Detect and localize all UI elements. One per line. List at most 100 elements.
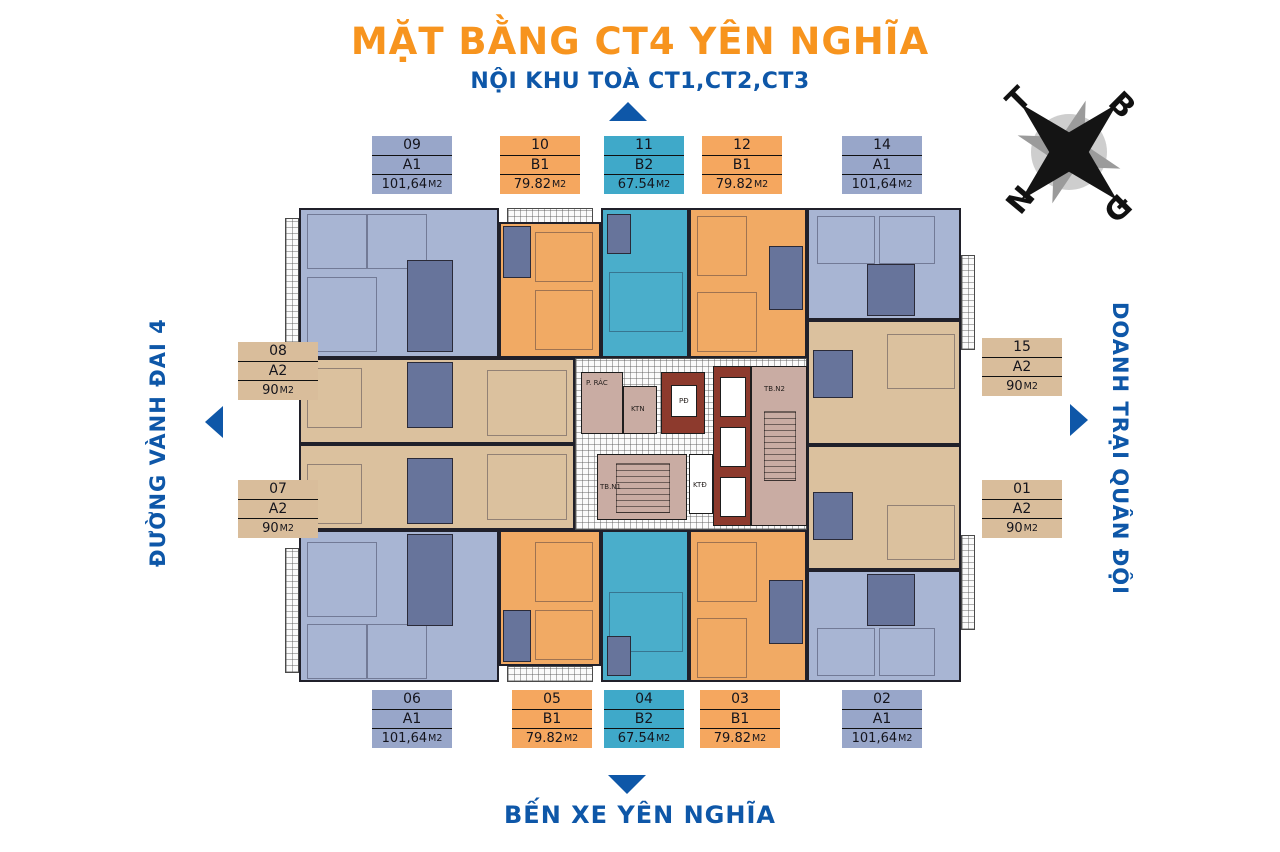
top-road-label: NỘI KHU TOÀ CT1,CT2,CT3 [470, 69, 810, 94]
unit-number: 14 [873, 137, 891, 154]
apartment-04-area [601, 530, 689, 682]
stairwell-1: TB.N1 [597, 454, 687, 520]
unit-area-unit: M2 [428, 178, 443, 190]
stairs-icon [616, 463, 670, 513]
unit-area-unit: M2 [753, 178, 769, 190]
unit-area-unit: M2 [898, 732, 913, 744]
unit-area-unit: M2 [1023, 522, 1038, 534]
unit-number: 06 [403, 691, 421, 708]
road-label-right: DOANH TRẠI QUÂN ĐỘI [1108, 301, 1132, 595]
tech-room-ktn: KTN [623, 386, 657, 434]
stairwell-2-label: TB.N2 [764, 385, 785, 393]
bath-block [769, 246, 803, 310]
unit-area: 79.82 [513, 177, 551, 193]
unit-number: 15 [1013, 339, 1031, 356]
unit-type: A2 [982, 356, 1062, 377]
tech-room-ktd: KTĐ [689, 454, 713, 514]
stairwell-1-label: TB.N1 [600, 483, 621, 491]
trash-room-label: P. RÁC [586, 379, 608, 387]
bath-block [503, 226, 531, 278]
stairwell-2: TB.N2 [751, 366, 807, 526]
trash-room: P. RÁC [581, 372, 623, 434]
unit-area-unit: M2 [279, 522, 294, 534]
bath-block [407, 534, 453, 626]
unit-number: 10 [531, 137, 549, 154]
unit-area-unit: M2 [655, 732, 671, 744]
unit-type: B2 [604, 154, 684, 175]
unit-area-unit: M2 [563, 732, 579, 744]
unit-area: 90 [1006, 379, 1023, 395]
compass-black-star [1020, 103, 1118, 201]
ktn-label: KTN [631, 405, 645, 413]
bath-block [607, 636, 631, 676]
bath-block [407, 458, 453, 524]
floor-plan: P. RÁC KTN PĐ TB.N1 KTĐ TB.N2 [285, 200, 975, 690]
unit-type: B1 [512, 708, 592, 729]
compass-icon: T B N Đ [999, 80, 1142, 228]
unit-area-unit: M2 [279, 384, 294, 396]
unit-number: 05 [543, 691, 561, 708]
unit-area-unit: M2 [551, 178, 567, 190]
unit-type: A1 [372, 154, 452, 175]
unit-number: 01 [1013, 481, 1031, 498]
unit-area-unit: M2 [1023, 380, 1038, 392]
balcony-hatch [507, 666, 593, 682]
arrow-left-icon [205, 406, 223, 438]
bath-block [407, 260, 453, 352]
balcony-hatch [285, 548, 299, 673]
unit-area-unit: M2 [898, 178, 913, 190]
balcony-hatch [285, 218, 299, 343]
road-label-bottom: BẾN XE YÊN NGHĨA [504, 801, 776, 829]
road-label-left: ĐƯỜNG VÀNH ĐAI 4 [146, 318, 170, 568]
unit-area: 67.54 [617, 731, 655, 747]
unit-type: B1 [702, 154, 782, 175]
balcony-hatch [961, 255, 975, 350]
arrow-right-icon [1070, 404, 1088, 436]
unit-area: 90 [262, 383, 279, 399]
lift-car [720, 477, 746, 517]
unit-number: 03 [731, 691, 749, 708]
bath-block [867, 264, 915, 316]
service-lift-car: PĐ [671, 385, 697, 417]
unit-area: 90 [1006, 521, 1023, 537]
unit-area: 67.54 [617, 177, 655, 193]
unit-type: A2 [982, 498, 1062, 519]
bath-block [407, 362, 453, 428]
unit-type: A1 [842, 154, 922, 175]
apartment-06-area [299, 530, 499, 682]
balcony-hatch [961, 535, 975, 630]
unit-area: 79.82 [715, 177, 753, 193]
unit-number: 02 [873, 691, 891, 708]
bath-block [607, 214, 631, 254]
unit-type: A2 [238, 360, 318, 381]
stairs-icon [764, 411, 796, 481]
bath-block [867, 574, 915, 626]
unit-type: B2 [604, 708, 684, 729]
unit-type: A2 [238, 498, 318, 519]
bath-block [813, 350, 853, 398]
ktd-label: KTĐ [693, 481, 707, 489]
unit-area-unit: M2 [428, 732, 443, 744]
lift-car [720, 377, 746, 417]
bath-block [813, 492, 853, 540]
lift-car [720, 427, 746, 467]
unit-type: B1 [700, 708, 780, 729]
bath-block [769, 580, 803, 644]
compass-letter-east: Đ [1096, 186, 1139, 228]
arrow-down-icon [608, 775, 646, 794]
unit-area: 101,64 [851, 177, 898, 193]
